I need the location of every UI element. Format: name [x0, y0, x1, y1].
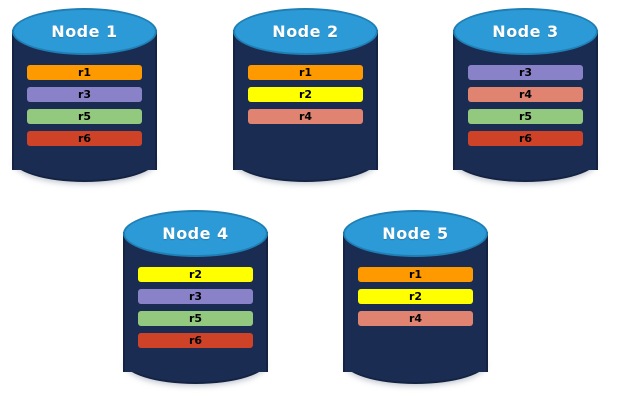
- cylinder-top-ellipse: [343, 210, 488, 257]
- database-node-4[interactable]: Node 4 r2 r3 r5 r6: [123, 210, 268, 390]
- replica-bar-r5[interactable]: r5: [468, 109, 583, 124]
- cylinder-top-ellipse: [12, 8, 157, 55]
- replica-bar-r5[interactable]: r5: [138, 311, 253, 326]
- replica-list: r2 r3 r5 r6: [138, 267, 253, 348]
- node-label: Node 3: [492, 22, 559, 41]
- node-label: Node 2: [272, 22, 339, 41]
- replica-bar-r2[interactable]: r2: [248, 87, 363, 102]
- cylinder-top-ellipse: [233, 8, 378, 55]
- replica-bar-r6[interactable]: r6: [468, 131, 583, 146]
- replica-bar-r4[interactable]: r4: [468, 87, 583, 102]
- cylinder-top-ellipse: [123, 210, 268, 257]
- replica-bar-r1[interactable]: r1: [27, 65, 142, 80]
- replica-bar-r6[interactable]: r6: [27, 131, 142, 146]
- replica-list: r1 r2 r4: [358, 267, 473, 326]
- replica-bar-r4[interactable]: r4: [248, 109, 363, 124]
- replica-bar-r3[interactable]: r3: [27, 87, 142, 102]
- database-node-5[interactable]: Node 5 r1 r2 r4: [343, 210, 488, 390]
- replica-bar-r5[interactable]: r5: [27, 109, 142, 124]
- database-node-2[interactable]: Node 2 r1 r2 r4: [233, 8, 378, 188]
- node-label: Node 5: [382, 224, 449, 243]
- replica-list: r1 r3 r5 r6: [27, 65, 142, 146]
- replica-bar-r2[interactable]: r2: [358, 289, 473, 304]
- replica-bar-r1[interactable]: r1: [358, 267, 473, 282]
- database-node-3[interactable]: Node 3 r3 r4 r5 r6: [453, 8, 598, 188]
- cylinder-top-ellipse: [453, 8, 598, 55]
- replica-bar-r3[interactable]: r3: [138, 289, 253, 304]
- replica-bar-r4[interactable]: r4: [358, 311, 473, 326]
- node-label: Node 4: [162, 224, 229, 243]
- node-label: Node 1: [51, 22, 118, 41]
- replica-bar-r2[interactable]: r2: [138, 267, 253, 282]
- replica-bar-r1[interactable]: r1: [248, 65, 363, 80]
- replica-list: r1 r2 r4: [248, 65, 363, 124]
- replica-list: r3 r4 r5 r6: [468, 65, 583, 146]
- replica-bar-r3[interactable]: r3: [468, 65, 583, 80]
- database-node-1[interactable]: Node 1 r1 r3 r5 r6: [12, 8, 157, 188]
- replica-bar-r6[interactable]: r6: [138, 333, 253, 348]
